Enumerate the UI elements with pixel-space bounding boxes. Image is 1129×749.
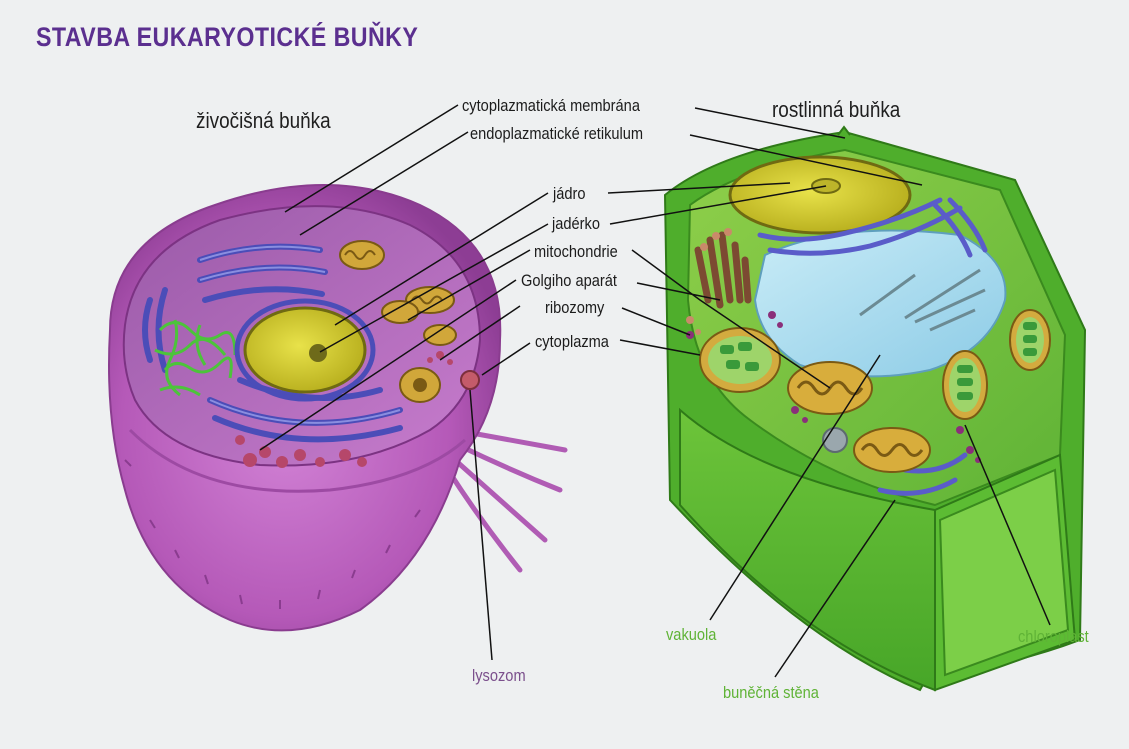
animal-lysosome <box>461 371 479 389</box>
plant-cell <box>665 127 1085 690</box>
animal-nucleus <box>245 308 365 392</box>
label-cytoplasmic-membrane: cytoplazmatická membrána <box>462 96 640 116</box>
label-golgi: Golgiho aparát <box>521 271 617 291</box>
label-nucleus: jádro <box>553 184 586 204</box>
label-vacuole: vakuola <box>666 625 716 645</box>
label-ribosomes: ribozomy <box>545 298 604 318</box>
label-mitochondria: mitochondrie <box>534 242 618 262</box>
animal-cell <box>109 185 565 630</box>
label-nucleolus: jadérko <box>552 214 600 234</box>
label-endoplasmic-reticulum: endoplazmatické retikulum <box>470 124 643 144</box>
label-cytoplasm: cytoplazma <box>535 332 609 352</box>
animal-nucleolus <box>309 344 327 362</box>
label-cell-wall: buněčná stěna <box>723 683 819 703</box>
label-chloroplast: chloroplast <box>1018 627 1089 647</box>
label-lysosome: lysozom <box>472 666 526 686</box>
